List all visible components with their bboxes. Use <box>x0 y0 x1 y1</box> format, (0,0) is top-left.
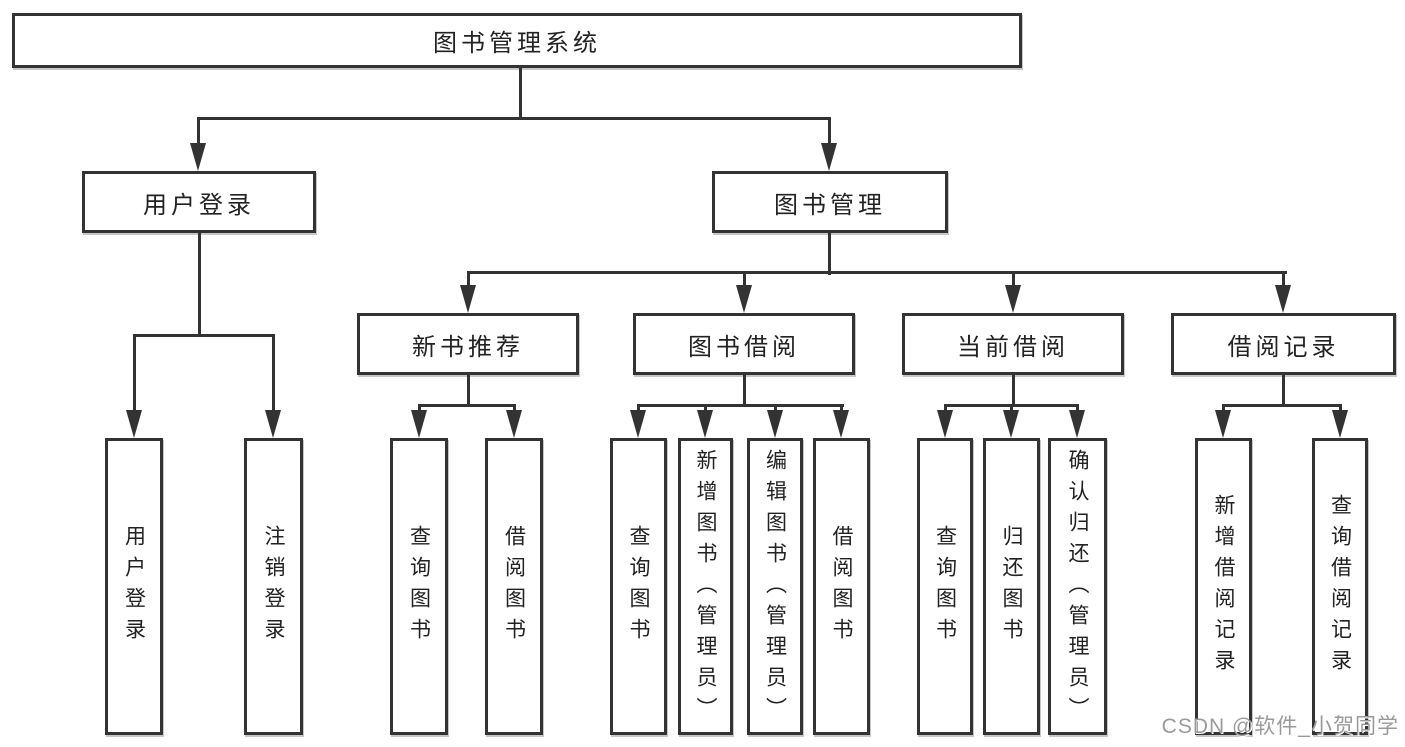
node-borrow-records: 借阅记录 <box>1171 313 1396 375</box>
node-leaf-borrow-book-2: 借阅图书 <box>813 438 870 735</box>
node-leaf-borrow-book-1: 借阅图书 <box>485 438 543 735</box>
edge-arrowhead <box>1332 410 1348 438</box>
edge-arrowhead <box>937 410 953 438</box>
edge-arrowhead <box>126 410 142 438</box>
node-new-book-recommend: 新书推荐 <box>357 313 579 375</box>
edge-arrowhead <box>736 285 752 313</box>
edge-arrowhead <box>411 410 427 438</box>
node-leaf-user-login: 用户登录 <box>105 438 163 735</box>
edge-arrowhead <box>1003 410 1019 438</box>
edge-line <box>828 233 831 275</box>
edge-line <box>1012 375 1015 407</box>
node-leaf-return-book: 归还图书 <box>983 438 1040 735</box>
edge-line <box>198 233 201 337</box>
node-leaf-query-borrow-record: 查询借阅记录 <box>1312 438 1368 735</box>
edge-line <box>1282 271 1285 291</box>
edge-line <box>743 271 746 291</box>
edge-arrowhead <box>190 143 206 171</box>
node-book-borrow: 图书借阅 <box>633 313 855 375</box>
edge-line <box>133 334 136 414</box>
node-leaf-add-borrow-record: 新增借阅记录 <box>1195 438 1252 735</box>
edge-line <box>197 117 831 120</box>
node-book-management: 图书管理 <box>712 171 948 233</box>
node-leaf-confirm-return-admin: 确认归还（管理员） <box>1048 438 1107 735</box>
edge-line <box>1012 271 1015 291</box>
edge-arrowhead <box>630 410 646 438</box>
node-library-system: 图书管理系统 <box>12 13 1022 68</box>
edge-line <box>467 271 1287 274</box>
edge-line <box>1222 404 1342 407</box>
edge-line <box>272 334 275 414</box>
node-leaf-logout: 注销登录 <box>244 438 303 735</box>
edge-arrowhead <box>1275 285 1291 313</box>
edge-line <box>467 271 470 291</box>
node-leaf-edit-book-admin: 编辑图书（管理员） <box>747 438 803 735</box>
node-leaf-query-book-2: 查询图书 <box>610 438 667 735</box>
edge-line <box>1282 375 1285 407</box>
edge-line <box>133 334 275 337</box>
edge-arrowhead <box>1005 285 1021 313</box>
edge-arrowhead <box>767 410 783 438</box>
edge-line <box>467 375 470 407</box>
node-current-borrow: 当前借阅 <box>902 313 1124 375</box>
edge-arrowhead <box>833 410 849 438</box>
edge-line <box>828 117 831 146</box>
csdn-watermark: CSDN @软件_小贺同学 <box>1161 715 1399 738</box>
edge-line <box>743 375 746 407</box>
edge-arrowhead <box>506 410 522 438</box>
node-leaf-query-book-1: 查询图书 <box>390 438 448 735</box>
edge-arrowhead <box>265 410 281 438</box>
edge-arrowhead <box>1215 410 1231 438</box>
node-leaf-query-book-3: 查询图书 <box>917 438 973 735</box>
edge-arrowhead <box>1069 410 1085 438</box>
edge-line <box>197 117 200 146</box>
edge-line <box>519 67 522 118</box>
edge-arrowhead <box>460 285 476 313</box>
edge-line <box>418 404 516 407</box>
edge-arrowhead <box>697 410 713 438</box>
node-user-login: 用户登录 <box>82 171 316 233</box>
edge-arrowhead <box>821 143 837 171</box>
edge-line <box>637 404 844 407</box>
node-leaf-add-book-admin: 新增图书（管理员） <box>678 438 733 735</box>
